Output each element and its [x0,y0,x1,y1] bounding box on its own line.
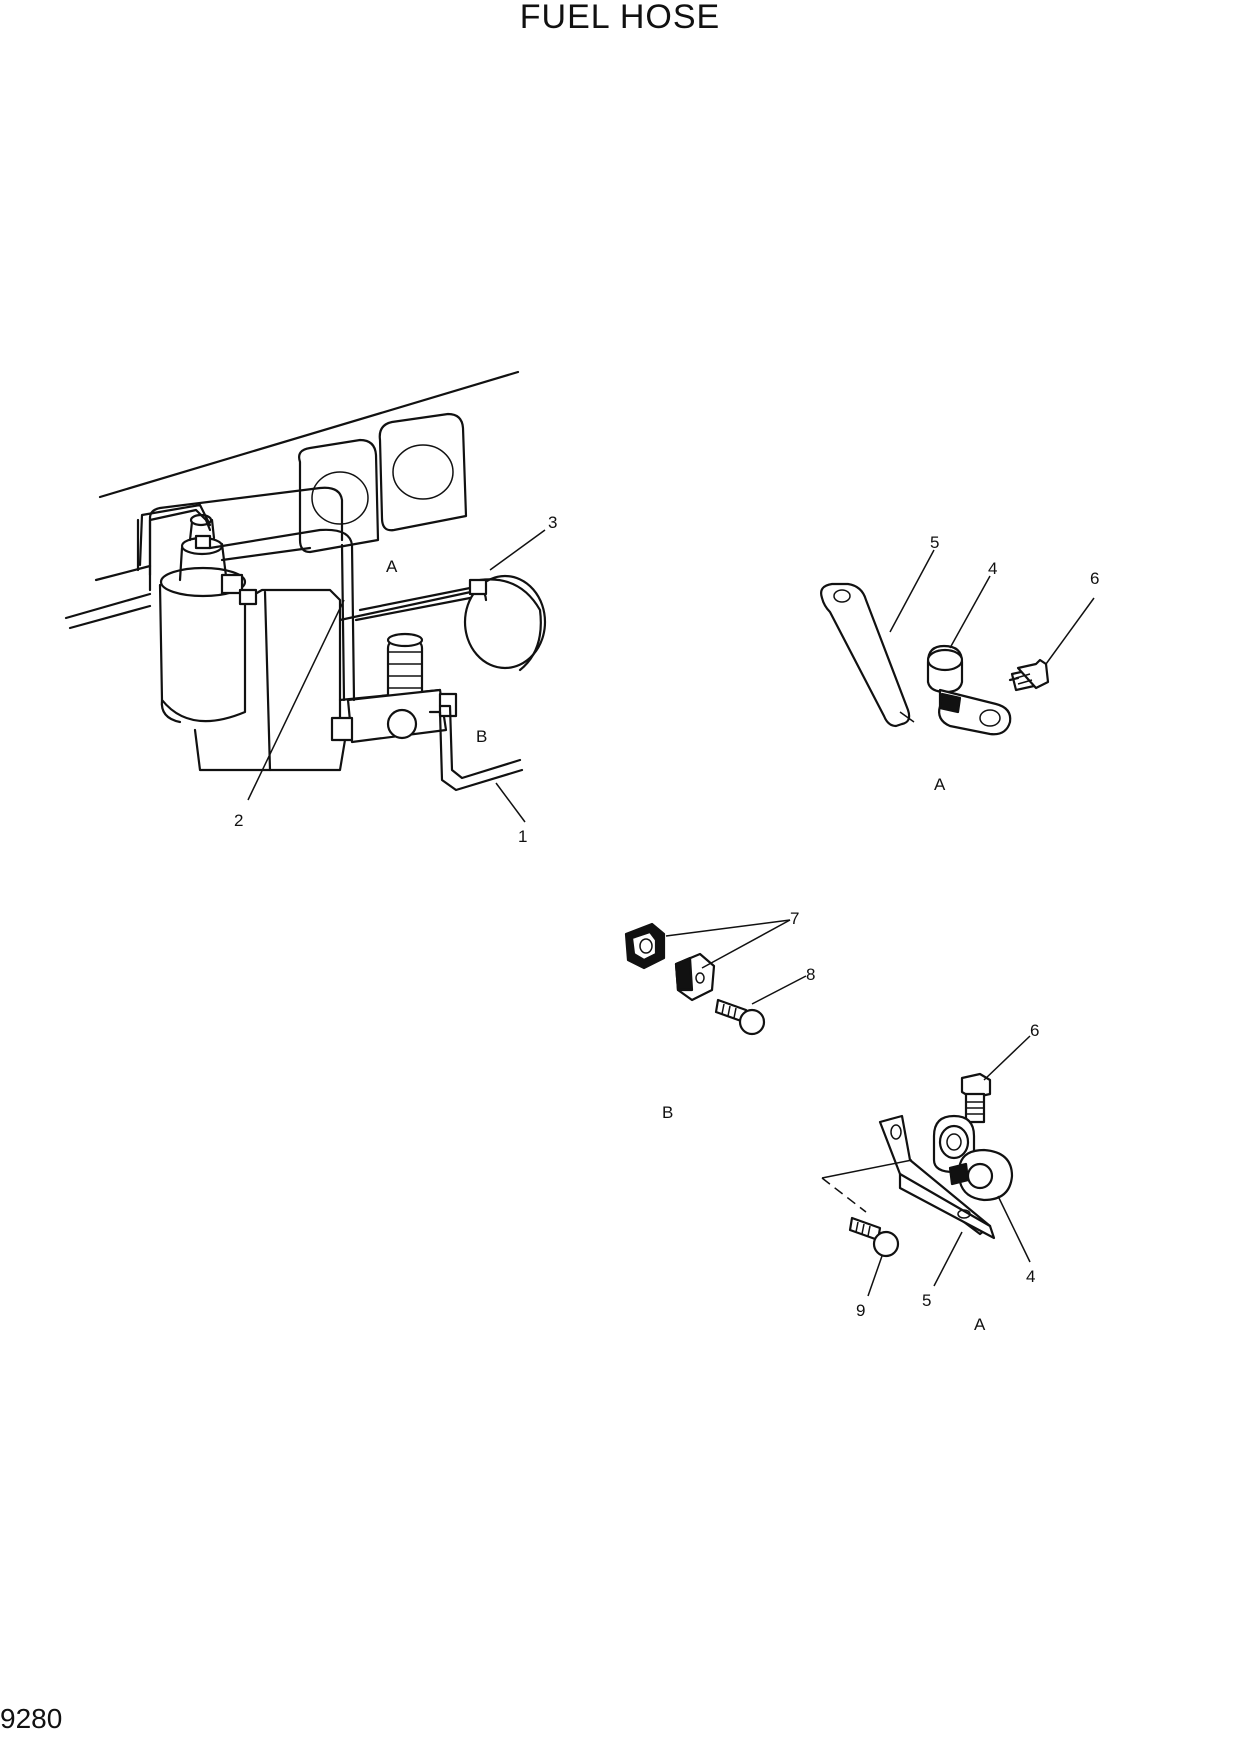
detail-a-top-callout-5: 5 [930,533,939,552]
detail-a-top-caption: A [934,775,946,794]
detail-b-drawing [624,922,766,1036]
page-number: 9280 [0,1703,63,1734]
detail-a-top-callout-6: 6 [1090,569,1099,588]
detail-a-bottom-leaders [867,1035,1031,1297]
detail-b-caption: B [662,1103,673,1122]
detail-a-bottom-callout-6: 6 [1030,1021,1039,1040]
callout-2: 2 [234,811,243,830]
detail-b-leaders [665,919,807,1005]
callout-1: 1 [518,827,527,846]
callout-3: 3 [548,513,557,532]
detail-a-top-drawing [820,582,1050,736]
detail-b-callout-8: 8 [806,965,815,984]
page-title: FUEL HOSE [519,0,721,36]
detail-a-bottom-callout-9: 9 [856,1301,865,1320]
detail-b-callout-7: 7 [790,909,799,928]
detail-a-bottom-callout-4: 4 [1026,1267,1035,1286]
main-callout-leaders [247,529,546,823]
detail-a-bottom-drawing [821,1072,1014,1258]
detail-a-top-leaders [889,549,1095,665]
detail-a-top-callout-4: 4 [988,559,997,578]
view-label-a-main: A [386,557,398,576]
detail-a-bottom-callout-5: 5 [922,1291,931,1310]
detail-a-bottom-caption: A [974,1315,986,1334]
view-label-b-main: B [476,727,487,746]
main-assembly-drawing [64,370,547,792]
